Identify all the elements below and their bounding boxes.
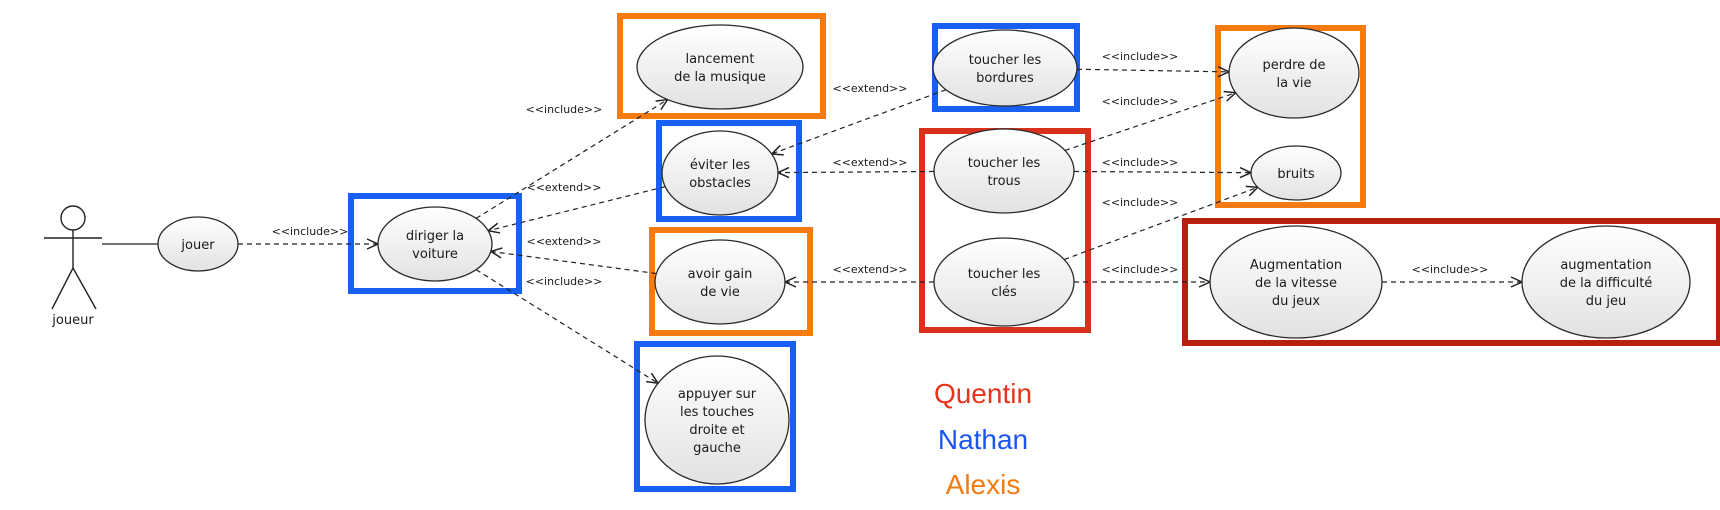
use-case-label: appuyer sur <box>678 387 757 402</box>
legend-quentin: Quentin <box>934 378 1032 409</box>
use-case-label: de la musique <box>674 70 766 85</box>
stereotype-label: <<include>> <box>272 225 349 238</box>
use-case-label: clés <box>991 285 1017 300</box>
actor-leg-left <box>51 267 74 310</box>
use-case-label: toucher les <box>968 156 1041 171</box>
stereotype-label: <<include>> <box>526 275 603 288</box>
stereotype-label: <<include>> <box>1102 50 1179 63</box>
use-case-bordures[interactable]: toucher les bordures <box>932 29 1078 107</box>
stereotype-label: <<include>> <box>1412 263 1489 276</box>
use-case-trous[interactable]: toucher les trous <box>933 128 1075 214</box>
use-cases: jouer diriger la voiture lancement de la mus… <box>157 24 1691 485</box>
use-case-label: les touches <box>680 405 754 420</box>
use-case-label: toucher les <box>969 53 1042 68</box>
use-case-ellipse <box>1250 145 1342 201</box>
owner-box-eviter <box>656 120 802 222</box>
use-case-ellipse <box>933 237 1075 327</box>
use-case-ellipse <box>654 239 786 325</box>
stereotype-label: <<extend>> <box>833 82 908 95</box>
actor-leg-right <box>72 267 97 310</box>
relation-bordures-to-eviter <box>769 89 947 156</box>
use-case-ellipse <box>1228 27 1360 119</box>
use-case-label: jouer <box>180 238 215 253</box>
actor-joueur: joueur <box>44 205 102 328</box>
use-case-vitesse[interactable]: Augmentation de la vitesse du jeux <box>1209 225 1383 339</box>
use-case-jouer[interactable]: jouer <box>157 216 239 272</box>
use-case-label: éviter les <box>690 158 750 173</box>
use-case-eviter[interactable]: éviter les obstacles <box>661 130 779 216</box>
use-case-label: gauche <box>693 441 741 456</box>
use-case-label: trous <box>987 174 1020 189</box>
use-case-label: du jeu <box>1586 294 1626 309</box>
use-case-gain[interactable]: avoir gain de vie <box>654 239 786 325</box>
use-case-label: du jeux <box>1272 294 1320 309</box>
use-case-label: de la difficulté <box>1560 276 1653 291</box>
use-case-appuyer[interactable]: appuyer sur les touches droite et gauche <box>644 355 790 485</box>
actor-head <box>60 205 86 231</box>
use-case-label: avoir gain <box>688 267 753 282</box>
relation-trous-to-perdre <box>1064 90 1238 151</box>
use-case-lancement[interactable]: lancement de la musique <box>636 24 804 110</box>
stereotype-label: <<include>> <box>526 103 603 116</box>
actor-label: joueur <box>51 313 94 328</box>
use-case-cles[interactable]: toucher les clés <box>933 237 1075 327</box>
stereotype-label: <<include>> <box>1102 156 1179 169</box>
use-case-label: augmentation <box>1560 258 1651 273</box>
use-case-label: perdre de <box>1262 58 1325 73</box>
relation-bordures-to-perdre <box>1076 66 1231 78</box>
stereotype-label: <<include>> <box>1102 263 1179 276</box>
relation-trous-to-bruits <box>1073 166 1253 179</box>
use-case-label: voiture <box>412 247 458 262</box>
use-case-label: la vie <box>1276 76 1311 91</box>
relations: <<include>> <<include>> <<extend>> <<extend… <box>238 50 1524 385</box>
owner-legend: Quentin Nathan Alexis <box>934 378 1032 500</box>
stereotype-label: <<extend>> <box>833 263 908 276</box>
use-case-label: droite et <box>689 423 744 438</box>
use-case-label: toucher les <box>968 267 1041 282</box>
use-case-ellipse <box>377 206 493 282</box>
stereotype-label: <<extend>> <box>527 181 602 194</box>
use-case-ellipse <box>932 29 1078 107</box>
owner-box-lancement <box>617 13 826 119</box>
owner-box-gain <box>649 227 813 336</box>
use-case-ellipse <box>661 130 779 216</box>
use-case-label: lancement <box>686 52 755 67</box>
stereotype-label: <<extend>> <box>527 235 602 248</box>
use-case-ellipse <box>933 128 1075 214</box>
use-case-ellipse <box>636 24 804 110</box>
relation-trous-to-eviter <box>776 166 935 179</box>
use-case-diriger[interactable]: diriger la voiture <box>377 206 493 282</box>
use-case-label: de la vitesse <box>1255 276 1337 291</box>
owner-box-appuyer <box>634 341 796 492</box>
use-case-ellipse <box>157 216 239 272</box>
use-case-label: diriger la <box>406 229 464 244</box>
use-case-label: obstacles <box>689 176 751 191</box>
use-case-ellipse <box>644 355 790 485</box>
use-case-label: bordures <box>976 71 1034 86</box>
use-case-ellipse <box>1521 225 1691 339</box>
legend-alexis: Alexis <box>946 469 1021 500</box>
use-case-ellipse <box>1209 225 1383 339</box>
relation-diriger-to-lancement <box>475 98 670 219</box>
use-case-label: bruits <box>1277 167 1315 182</box>
use-case-perdre[interactable]: perdre de la vie <box>1228 27 1360 119</box>
use-case-difficulte[interactable]: augmentation de la difficulté du jeu <box>1521 225 1691 339</box>
use-case-bruits[interactable]: bruits <box>1250 145 1342 201</box>
relation-gain-to-diriger <box>489 247 657 275</box>
use-case-label: de vie <box>700 285 740 300</box>
stereotype-label: <<include>> <box>1102 196 1179 209</box>
use-case-label: Augmentation <box>1250 258 1342 273</box>
relation-cles-to-bruits <box>1063 185 1260 261</box>
stereotype-label: <<extend>> <box>833 156 908 169</box>
stereotype-label: <<include>> <box>1102 95 1179 108</box>
relation-eviter-to-diriger <box>486 186 666 234</box>
legend-nathan: Nathan <box>938 424 1028 455</box>
